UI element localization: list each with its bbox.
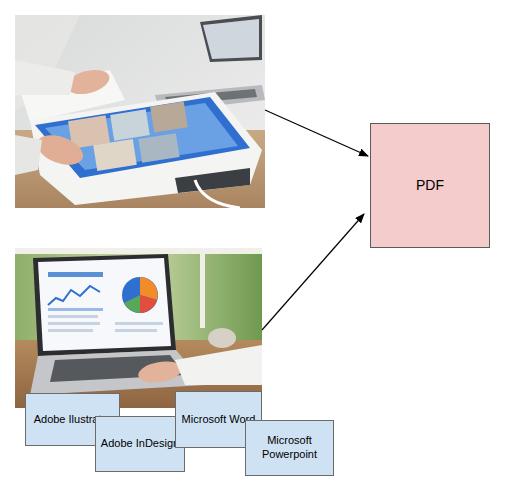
box-label: PDF [416, 177, 444, 195]
box-label: Microsoft Powerpoint [250, 434, 329, 462]
output-box: PDF [370, 123, 490, 248]
software-box: Adobe InDesign [95, 416, 185, 472]
arrow [262, 214, 364, 330]
arrow [265, 110, 368, 156]
laptop-photo [15, 248, 262, 408]
box-label: Adobe InDesign [101, 437, 179, 451]
software-box: Microsoft Powerpoint [245, 420, 334, 476]
scanner-photo [15, 15, 265, 208]
